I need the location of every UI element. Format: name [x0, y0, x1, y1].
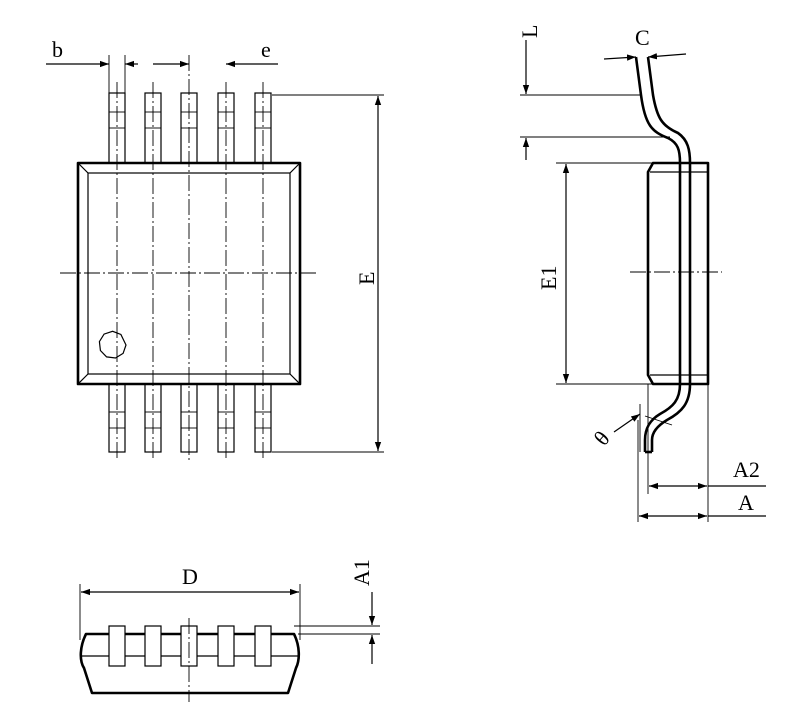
side-view: C L E1 θ: [517, 25, 766, 522]
dimension-C: C: [603, 25, 687, 61]
side-view-body: [646, 161, 710, 386]
pin1-indicator: [98, 330, 127, 359]
label-A1: A1: [349, 559, 374, 586]
label-A: A: [738, 490, 754, 515]
dimension-A2: A2: [647, 384, 766, 522]
top-view-upper-leads: [108, 92, 272, 164]
label-e: e: [261, 37, 271, 62]
front-lead-5: [254, 625, 272, 667]
top-view-lower-leads: [108, 383, 272, 453]
label-E: E: [354, 272, 379, 285]
dimension-A1: A1: [294, 559, 380, 664]
label-theta: θ: [589, 426, 615, 450]
top-view-centerlines: [60, 55, 318, 460]
label-E1: E1: [536, 266, 561, 290]
dimension-E: E: [272, 94, 384, 453]
dimension-E1: E1: [536, 162, 654, 385]
dimension-A: A: [637, 420, 766, 522]
label-D: D: [182, 564, 198, 589]
label-C: C: [635, 25, 650, 50]
dimension-theta: θ: [589, 404, 673, 452]
top-view: b e E: [46, 37, 384, 460]
dimension-L: L: [517, 25, 670, 160]
dimension-b: b: [46, 37, 138, 93]
label-A2: A2: [733, 457, 760, 482]
label-L: L: [517, 25, 542, 38]
front-view: D A1: [79, 559, 380, 702]
front-lead-4: [217, 625, 235, 667]
dimension-e: e: [153, 37, 278, 68]
front-view-leads: [108, 625, 272, 667]
label-b: b: [52, 37, 63, 62]
dimension-D: D: [79, 564, 301, 640]
side-view-lead: [634, 56, 692, 454]
front-lead-1: [108, 625, 126, 667]
front-lead-2: [144, 625, 162, 667]
